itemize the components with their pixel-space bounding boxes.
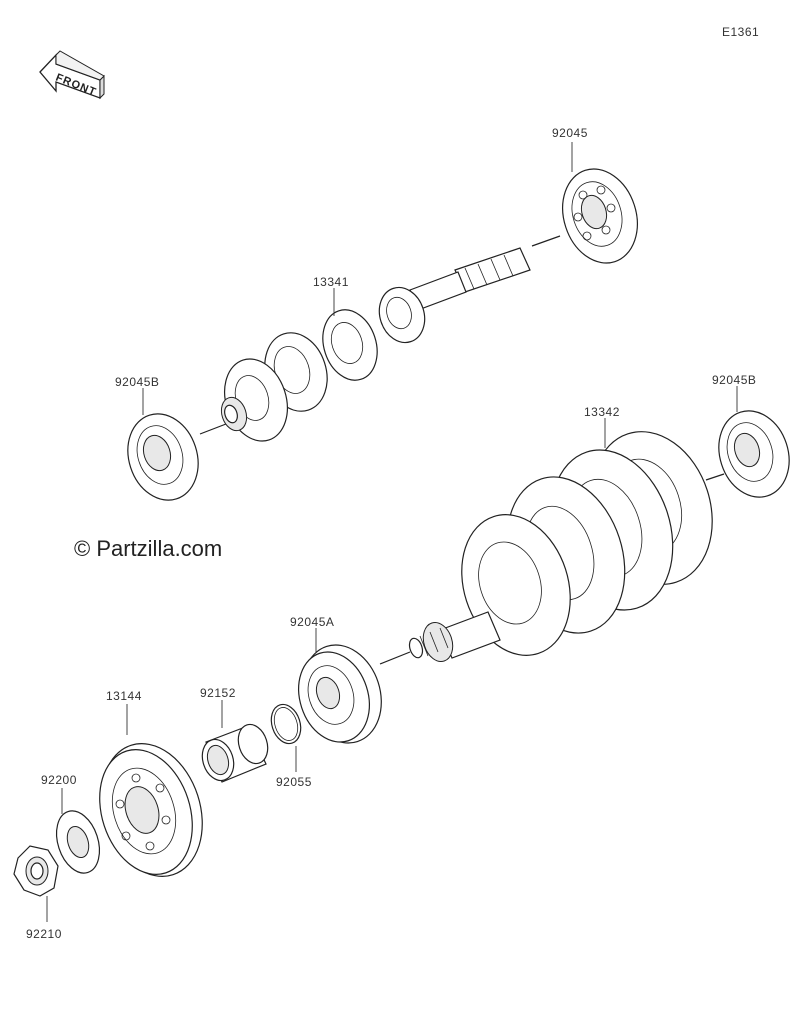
diagram-code: E1361 <box>722 25 759 39</box>
label-92045A: 92045A <box>290 615 334 629</box>
bearing-92045B-upper[interactable] <box>117 405 209 510</box>
front-arrow-icon: FRONT <box>39 50 105 100</box>
label-13341: 13341 <box>313 275 349 289</box>
bearing-92045A[interactable] <box>287 635 393 754</box>
collar-92152[interactable] <box>197 721 272 785</box>
nut-92210[interactable] <box>13 845 59 897</box>
label-13342: 13342 <box>584 405 620 419</box>
bearing-92045[interactable] <box>551 159 649 273</box>
label-92045B-lower: 92045B <box>712 373 756 387</box>
input-shaft-13341[interactable] <box>199 235 561 449</box>
output-shaft-13342[interactable] <box>379 416 731 670</box>
circlip-92055[interactable] <box>267 701 306 748</box>
label-92210: 92210 <box>26 927 62 941</box>
bearing-92045B-lower[interactable] <box>708 402 800 507</box>
label-92045: 92045 <box>552 126 588 140</box>
label-92152: 92152 <box>200 686 236 700</box>
sprocket-13144[interactable] <box>84 730 218 889</box>
washer-92200[interactable] <box>49 805 107 878</box>
label-92055: 92055 <box>276 775 312 789</box>
label-92045B-upper: 92045B <box>115 375 159 389</box>
label-13144: 13144 <box>106 689 142 703</box>
label-92200: 92200 <box>41 773 77 787</box>
watermark: © Partzilla.com <box>74 536 222 561</box>
